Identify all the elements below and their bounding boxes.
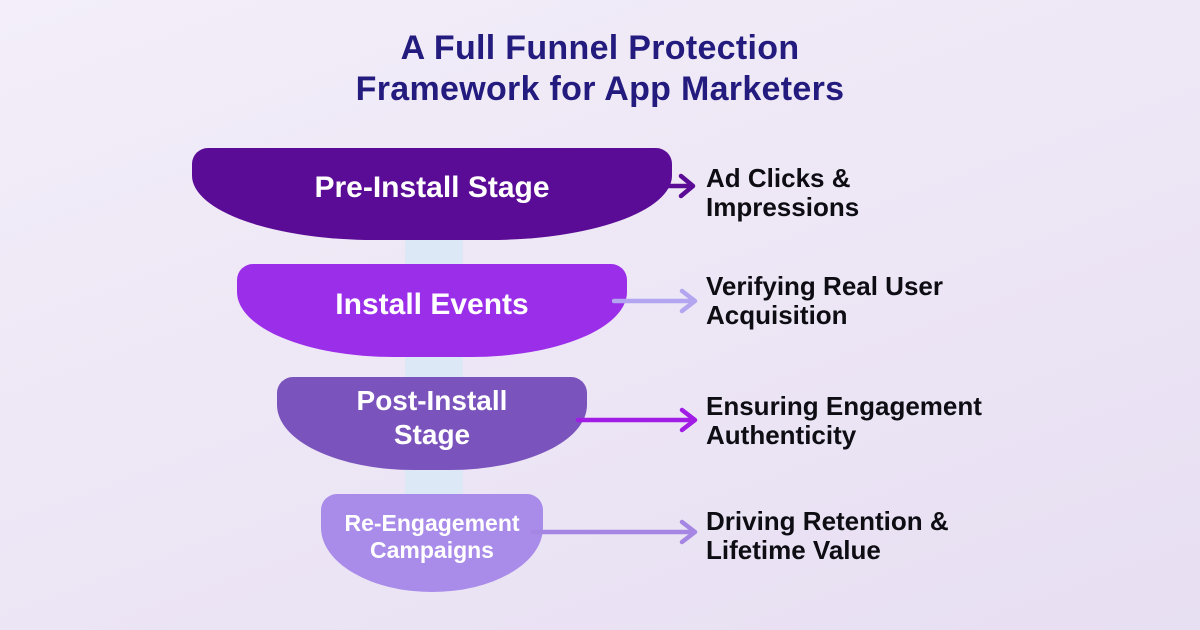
funnel-stage-install-events: Install Events — [237, 264, 627, 357]
funnel-stage-re-engagement: Re-Engagement Campaigns — [321, 494, 543, 592]
funnel-stage-post-install: Post-Install Stage — [277, 377, 587, 470]
right-arrow-icon — [612, 288, 698, 314]
page-title-line-2: Framework for App Marketers — [355, 70, 845, 108]
description-line: Ad Clicks & — [706, 163, 851, 193]
description-line: Driving Retention & — [706, 506, 949, 536]
stage-label: Pre-Install Stage — [314, 171, 550, 205]
description-line: Acquisition — [706, 300, 848, 330]
stage-description-install-events: Verifying Real User Acquisition — [706, 272, 943, 330]
stage-description-pre-install: Ad Clicks & Impressions — [706, 164, 859, 222]
funnel-stage-pre-install: Pre-Install Stage — [192, 148, 672, 240]
right-arrow-icon — [650, 173, 696, 199]
description-line: Lifetime Value — [706, 535, 881, 565]
page-title-line-1: A Full Funnel Protection — [400, 29, 800, 67]
description-line: Ensuring Engagement — [706, 391, 982, 421]
stage-label: Post-Install Stage — [356, 385, 508, 450]
stage-label: Re-Engagement Campaigns — [344, 509, 520, 563]
stage-label: Install Events — [335, 287, 529, 321]
stage-description-re-engagement: Driving Retention & Lifetime Value — [706, 507, 949, 565]
description-line: Impressions — [706, 192, 860, 222]
stage-description-post-install: Ensuring Engagement Authenticity — [706, 392, 982, 450]
right-arrow-icon — [531, 519, 698, 545]
description-line: Authenticity — [706, 420, 857, 450]
page-title: A Full Funnel Protection Framework for A… — [0, 28, 1200, 110]
right-arrow-icon — [576, 407, 698, 433]
description-line: Verifying Real User — [706, 271, 943, 301]
